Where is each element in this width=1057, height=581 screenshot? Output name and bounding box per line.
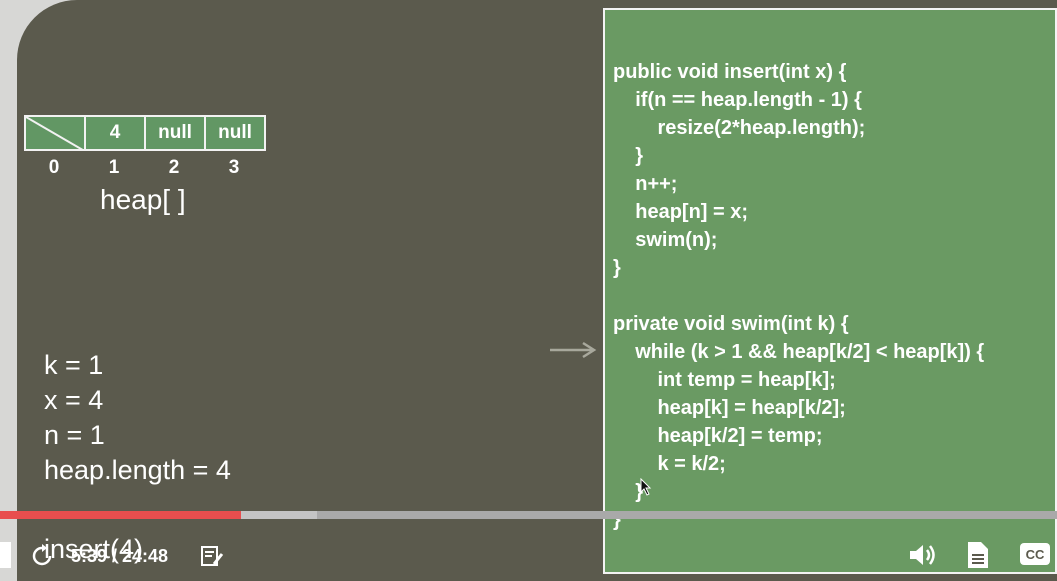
code-line: } xyxy=(613,509,621,531)
player-controls: 5:39 / 24:48 CC xyxy=(0,530,1057,581)
code-line: public void insert(int x) { xyxy=(613,61,847,83)
variable-n: n = 1 xyxy=(44,420,105,450)
code-line: } xyxy=(613,145,644,167)
slide-caption: insert(4) xyxy=(44,534,144,564)
heap-index: 3 xyxy=(228,157,240,178)
variable-x: x = 4 xyxy=(44,385,104,415)
replay-icon[interactable] xyxy=(30,544,54,568)
code-line: heap[k] = heap[k/2]; xyxy=(613,397,846,419)
arrow-icon xyxy=(550,341,597,359)
heap-cell-2: null xyxy=(144,115,206,151)
heap-cell-1: 4 xyxy=(84,115,146,151)
transcript-icon[interactable] xyxy=(966,540,990,570)
play-icon[interactable] xyxy=(0,542,11,568)
code-line: } xyxy=(613,481,644,503)
code-line: heap[n] = x; xyxy=(613,201,749,223)
svg-text:CC: CC xyxy=(1026,547,1045,562)
heap-label: heap[ ] xyxy=(100,184,186,215)
variable-heap-length: heap.length = 4 xyxy=(44,455,231,485)
code-panel: public void insert(int x) { if(n == heap… xyxy=(603,8,1057,574)
code-line: } xyxy=(613,257,621,279)
mouse-cursor-icon xyxy=(640,478,652,496)
code-line: n++; xyxy=(613,173,678,195)
code-line: while (k > 1 && heap[k/2] < heap[k]) { xyxy=(613,341,985,363)
code-line: int temp = heap[k]; xyxy=(613,369,836,391)
notes-icon[interactable] xyxy=(200,544,224,568)
code-line: private void swim(int k) { xyxy=(613,313,849,335)
heap-index: 1 xyxy=(108,157,120,178)
heap-cell-3: null xyxy=(204,115,266,151)
variable-k: k = 1 xyxy=(44,350,104,380)
code-line: resize(2*heap.length); xyxy=(613,117,866,139)
cc-icon[interactable]: CC xyxy=(1019,542,1051,566)
code-line: k = k/2; xyxy=(613,453,726,475)
empty-cell-slash xyxy=(26,117,84,149)
heap-index: 0 xyxy=(48,157,60,178)
code-block: public void insert(int x) { if(n == heap… xyxy=(613,58,984,534)
code-line xyxy=(613,282,984,310)
code-line: heap[k/2] = temp; xyxy=(613,425,823,447)
progress-bar[interactable] xyxy=(0,511,1057,519)
time-display: 5:39 / 24:48 xyxy=(71,546,169,566)
progress-played xyxy=(0,511,241,519)
code-line: if(n == heap.length - 1) { xyxy=(613,89,862,111)
heap-index: 2 xyxy=(168,157,180,178)
heap-cell-0 xyxy=(24,115,86,151)
heap-array: 4 null null xyxy=(24,115,266,151)
variable-list: k = 1 x = 4 n = 1 heap.length = 4 xyxy=(44,348,231,488)
heap-indices: 0 1 2 3 xyxy=(24,157,264,179)
volume-icon[interactable] xyxy=(908,542,938,568)
code-line: swim(n); xyxy=(613,229,718,251)
